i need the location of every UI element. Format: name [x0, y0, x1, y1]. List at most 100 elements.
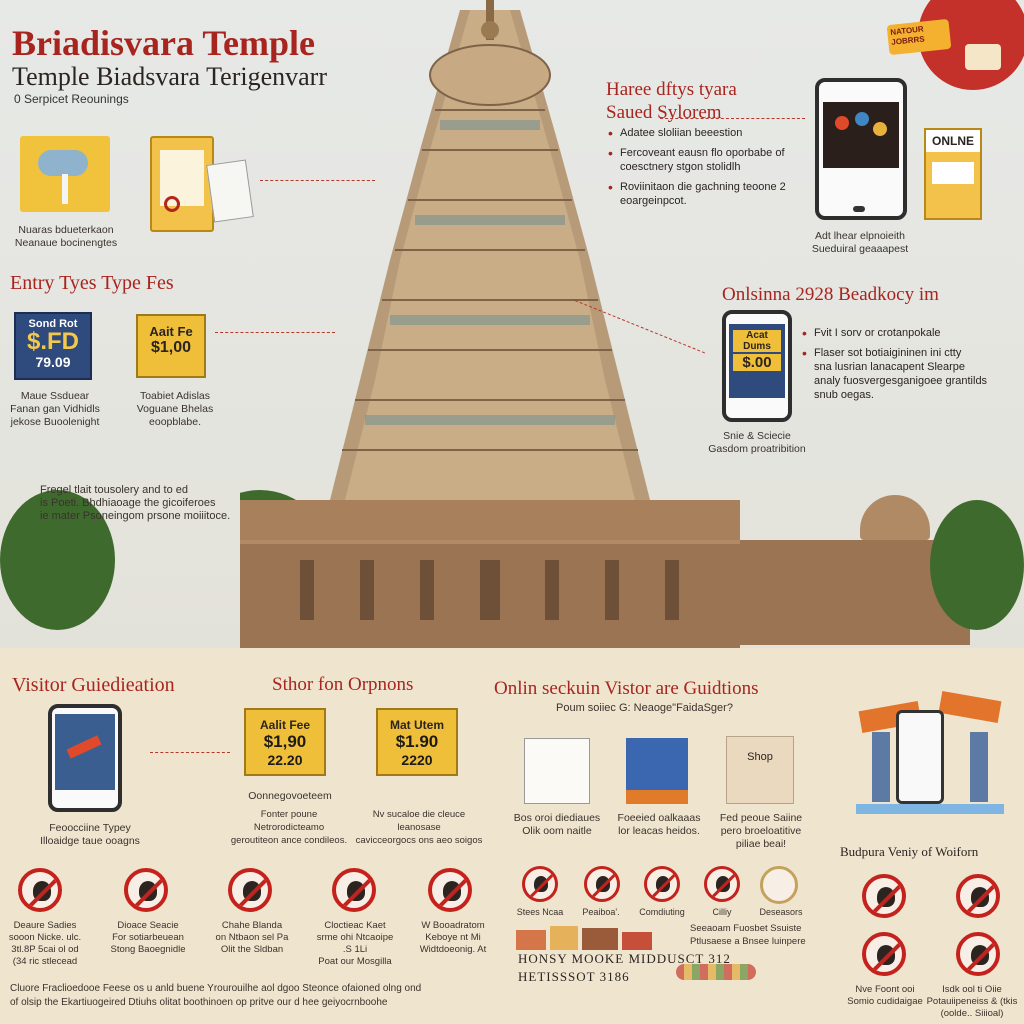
- ticket-sub: 2220: [401, 752, 433, 768]
- temple-illustration: [240, 0, 740, 648]
- right-caption-right: Isdk ool ti Oiie Potauiipeneiss & (tkis …: [926, 984, 1018, 1019]
- footer-text: Cluore Fraclioedooe Feese os u anld buen…: [10, 983, 422, 1008]
- subtitle-caption: 0 Serpicet Reounings: [14, 92, 129, 106]
- no-phone-icon: [704, 866, 740, 902]
- no-running-icon: [584, 866, 620, 902]
- no-smoking-icon: [332, 868, 376, 912]
- arrow-line: [660, 118, 805, 119]
- visitor-phone: [48, 704, 122, 812]
- bullet-item: Fvit I sorv or crotanpokale: [800, 326, 1000, 340]
- entry-note: Fregel tlait tousolery and to ed is Poet…: [40, 484, 231, 522]
- no-tripod-icon: [862, 874, 906, 918]
- no-footwear-icon: [228, 868, 272, 912]
- no-food-icon: [124, 868, 168, 912]
- tablet-caption: Adt lhear elpnoieith Sueduiral geaaapest: [811, 230, 909, 255]
- suitcase-icon: [965, 44, 1001, 70]
- sign-price: $.FD: [26, 328, 79, 355]
- visitor-phone-caption: Feoocciine Typey Illoaidge taue ooagns: [40, 822, 140, 847]
- right-caption-left: Nve Foont ooi Somio cudidaigae: [847, 984, 923, 1007]
- right-heading: Budpura Veniy of Woiforn: [840, 844, 979, 859]
- visitor-heading: Visitor Guiedieation: [12, 674, 175, 696]
- booking-caption: Snie & Sciecie Gasdom proatribition: [708, 430, 806, 455]
- sign-label: Aait Fe: [149, 324, 193, 339]
- ticket-caption-2: Nv sucaloe die cleuce leanosase cavicceo…: [355, 809, 483, 846]
- ticket-price: $1.90: [395, 732, 439, 751]
- ticket-net-item: Mat Utem $1.90 2220: [376, 708, 458, 776]
- decorative-leaves: [676, 964, 756, 980]
- system-bullets: Adatee sloliian beeestion Fercoveant eau…: [606, 126, 806, 214]
- no-camera-icon: [18, 868, 62, 912]
- ticket-caption-1: Fonter poune Netrorodicteamo geroutiteon…: [230, 809, 348, 846]
- houses-illustration: [516, 922, 652, 950]
- prohibition-caption: Stees Ncaa: [516, 907, 564, 917]
- online-label: ONLNE: [926, 130, 980, 152]
- ticket-label: Mat Utem: [389, 718, 444, 732]
- shop-heading: Sthor fon Orpnons: [272, 674, 414, 695]
- tablet-device: [815, 78, 907, 220]
- no-shoes-icon: [862, 932, 906, 976]
- sign-sub-price: 79.09: [35, 354, 71, 370]
- info-card-3: Shop: [726, 736, 794, 804]
- booking-bullets: Fvit I sorv or crotanpokale Flaser sot b…: [800, 326, 1000, 408]
- ticket-adult-fee: Aalit Fee $1,90 22.20: [244, 708, 326, 776]
- ticket-sign-foreign: Sond Rot $.FD 79.09: [14, 312, 92, 380]
- system-heading: Haree dftys tyara Saued Sylorem: [606, 79, 737, 123]
- phone-price: $.00: [733, 354, 781, 371]
- arrow-line: [215, 332, 335, 333]
- no-animals-icon: [428, 868, 472, 912]
- bullet-item: Adatee sloliian beeestion: [606, 126, 806, 140]
- no-photo-icon: [522, 866, 558, 902]
- online-card: ONLNE: [924, 128, 982, 220]
- prohibition-caption: Peaiboa'.: [582, 907, 620, 917]
- document-icon: [150, 136, 214, 232]
- shop-label: Shop: [747, 751, 773, 763]
- weather-icon: [20, 136, 110, 212]
- no-alcohol-icon: [956, 932, 1000, 976]
- prohibition-caption: Dioace Seacie For sotiarbeuean Stong Bao…: [110, 920, 186, 955]
- bullet-item: Roviinitaon die gachning teoone 2 eoarge…: [606, 180, 806, 208]
- ticket-caption-top: Oonnegovoeteem: [248, 790, 332, 802]
- prohibition-caption: Chahe Blanda on Ntbaon sel Pa Olit the S…: [215, 920, 289, 955]
- mid-footer: HONSY MOOKE MIDDUSCT 312 HETISSSOT 3186: [518, 951, 731, 984]
- prohibition-caption: Cloctieac Kaet srme ohi Ntcaoipe .S 1Li …: [316, 920, 394, 967]
- online-booking-heading: Onlsinna 2928 Beadkocy im: [722, 284, 939, 305]
- prohibition-caption: Cilliy: [712, 907, 732, 917]
- arrow-line: [150, 752, 230, 753]
- prohibition-caption: W Booadratom Keboye nt Mi Widtdoeonig. A…: [419, 920, 487, 955]
- ticket-sub: 22.20: [267, 752, 303, 768]
- ticket-sign-adult: Aait Fe $1,00: [136, 314, 206, 378]
- ticket-price: $1,90: [263, 732, 307, 751]
- right-trees: [930, 500, 1024, 630]
- page-subtitle: Temple Biadsvara Terigenvarr: [12, 62, 327, 91]
- sign2-caption: Toabiet Adislas Voguane Bhelas eoopblabe…: [136, 390, 214, 428]
- page-title: Briadisvara Temple: [12, 23, 316, 63]
- prohibition-caption: Deaure Sadies sooon Nicke. ulc. 3tl.8P 5…: [8, 920, 82, 967]
- info-card-2-caption: Foeeied oalkaaas lor leacas heidos.: [617, 812, 701, 837]
- paper-icon: [206, 159, 254, 223]
- gate-illustration: [856, 690, 1004, 820]
- info-card-3-caption: Fed peoue Saiine pero broeloatitive pili…: [719, 812, 803, 850]
- ticket-label: Aalit Fee: [259, 718, 310, 732]
- sign-price: $1,00: [150, 339, 192, 356]
- info-card-1: [524, 738, 590, 804]
- online-visitor-sub: Poum soiiec G: Neaoge"FaidaSger?: [556, 702, 733, 714]
- arrow-line: [260, 180, 375, 181]
- sign1-caption: Maue Ssduear Fanan gan Vidhidls jekose B…: [10, 390, 100, 428]
- no-touching-icon: [644, 866, 680, 902]
- booking-phone: Acat Dums $.00: [722, 310, 792, 422]
- bullet-item: Fercoveant eausn flo oporbabe of coesctn…: [606, 146, 806, 174]
- no-littering-icon: [956, 874, 1000, 918]
- entry-types-heading: Entry Tyes Type Fes: [10, 272, 174, 294]
- mid-note: Seeaoam Fuosbet Ssuiste Ptlusaese a Bnse…: [690, 923, 806, 947]
- info-card-1-caption: Bos oroi diediaues Olik oom naitle: [513, 812, 601, 837]
- prohibition-caption: Comdiuting: [639, 907, 685, 917]
- left-trees: [0, 490, 115, 630]
- prohibition-caption: Deseasors: [759, 907, 803, 917]
- bottom-background: [0, 648, 1024, 1024]
- icon-caption: Nuaras bdueterkaon Neanaue bocinengtes: [14, 224, 118, 249]
- phone-label: Acat Dums: [733, 330, 781, 352]
- info-card-2: [626, 738, 688, 804]
- dress-code-icon: [760, 866, 798, 904]
- online-visitor-heading: Onlin seckuin Vistor are Guidtions: [494, 678, 759, 699]
- sign-label: Sond Rot: [28, 318, 78, 330]
